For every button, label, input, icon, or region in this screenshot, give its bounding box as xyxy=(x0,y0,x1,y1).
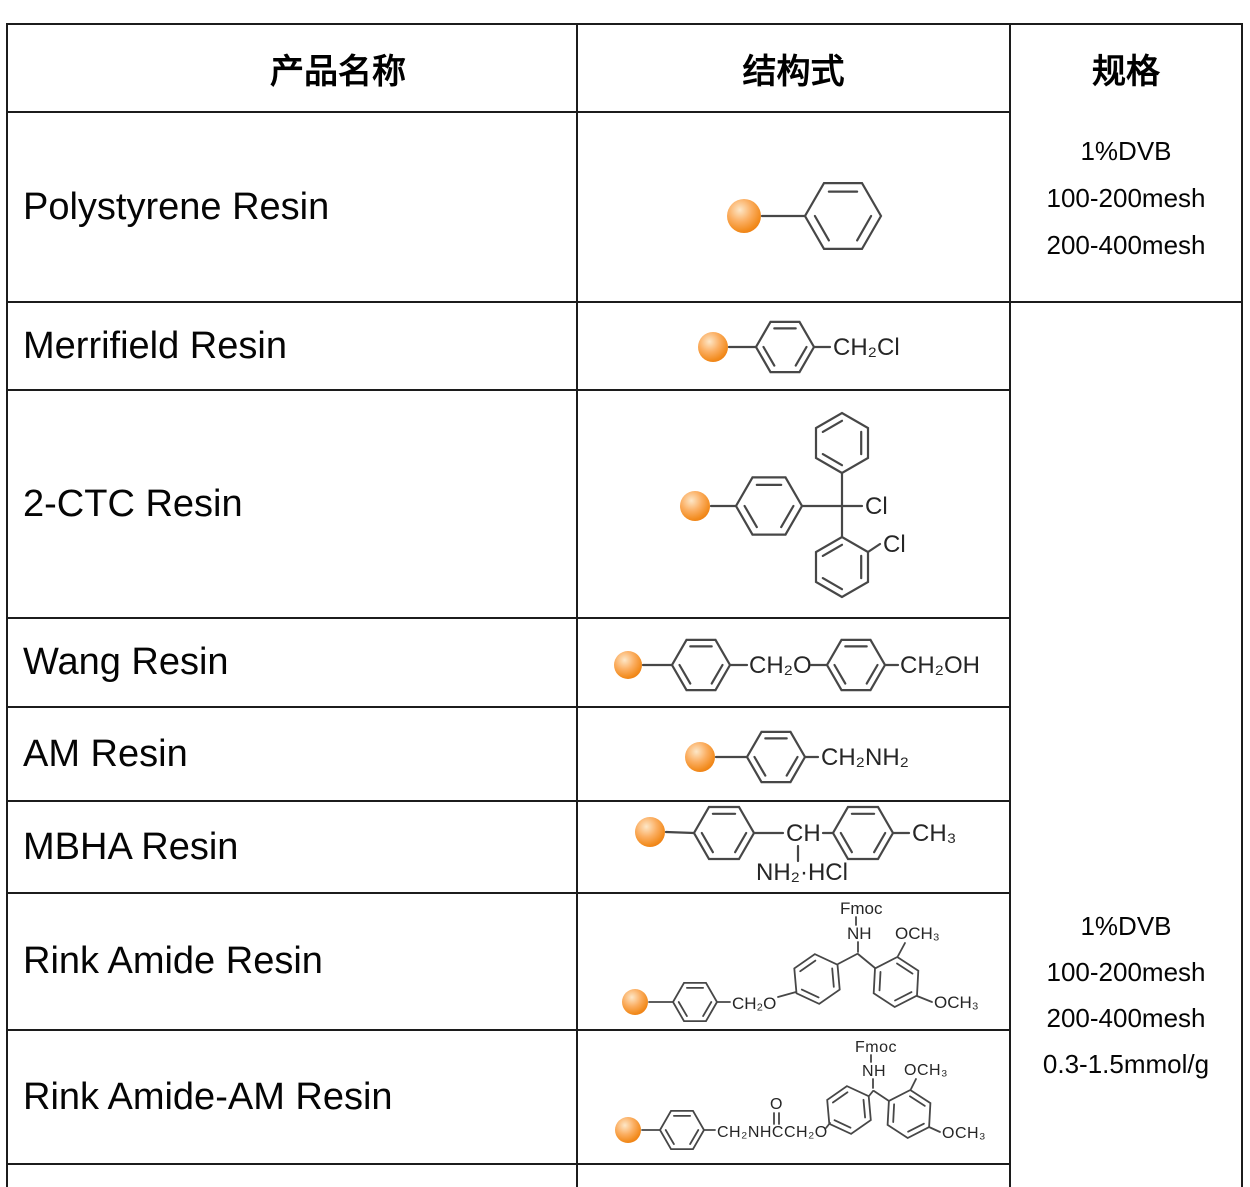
benzene-ring-icon xyxy=(825,638,887,692)
spec-line: 1%DVB xyxy=(1080,135,1172,166)
formula-label: Cl xyxy=(865,493,888,520)
structure-mbha: CH NH₂·HCl CH₃ xyxy=(578,802,1011,894)
product-name-rink-amide: Rink Amide Resin xyxy=(8,894,578,1031)
benzene-ring-icon xyxy=(734,476,804,536)
formula-label: CH₂NH₂ xyxy=(821,744,909,771)
benzene-ring-icon xyxy=(831,805,895,861)
resin-product-table: 产品名称 结构式 规格 Polystyrene Resin 1%DVB 100-… xyxy=(6,23,1243,1187)
formula-label: CH₂O xyxy=(749,652,812,679)
formula-label: NH xyxy=(862,1063,886,1080)
spec-line: 0.3-1.5mmol/g xyxy=(1042,1049,1210,1079)
polymer-bead-icon xyxy=(685,742,715,772)
merrifield-structure-drawing: CH₂Cl xyxy=(698,320,900,374)
spec-line: 200-400mesh xyxy=(1046,1003,1206,1033)
polymer-bead-icon xyxy=(615,1117,641,1143)
formula-label: OCH₃ xyxy=(934,993,979,1012)
formula-label: NH₂·HCl xyxy=(756,859,848,886)
phenoxy-ring-icon xyxy=(793,953,841,1005)
partial-row-structure-cell xyxy=(578,1165,1011,1187)
formula-label: Fmoc xyxy=(855,1039,897,1056)
structure-rink-amide-am: CH₂NHCCH₂O O NH Fmoc OCH₃ OCH₃ xyxy=(578,1031,1011,1165)
product-name-merrifield: Merrifield Resin xyxy=(8,303,578,391)
formula-label: CH₂Cl xyxy=(833,334,900,361)
formula-label: O xyxy=(770,1096,783,1113)
chlorophenyl-ring-icon xyxy=(814,535,870,599)
polymer-bead-icon xyxy=(635,817,665,847)
benzene-ring-icon xyxy=(803,181,883,250)
dimethoxyphenyl-ring-icon xyxy=(872,955,920,1009)
benzene-ring-icon xyxy=(658,1110,706,1150)
spec-line: 100-200mesh xyxy=(1046,182,1206,213)
spec-line: 100-200mesh xyxy=(1046,957,1206,987)
structure-2ctc: Cl Cl xyxy=(578,391,1011,619)
rink-amide-am-structure-drawing: CH₂NHCCH₂O O NH Fmoc OCH₃ OCH₃ xyxy=(615,1039,986,1150)
product-name-rink-amide-am: Rink Amide-AM Resin xyxy=(8,1031,578,1165)
formula-label: CH₂OH xyxy=(900,652,980,679)
dimethoxyphenyl-ring-icon xyxy=(886,1088,932,1140)
benzene-ring-icon xyxy=(692,805,756,861)
spec-line: 200-400mesh xyxy=(1046,229,1206,260)
formula-label: CH xyxy=(786,820,821,847)
formula-label: CH₃ xyxy=(912,820,956,847)
polymer-bead-icon xyxy=(622,989,648,1015)
spec-polystyrene: 1%DVB 100-200mesh 200-400mesh xyxy=(1011,95,1241,303)
formula-label: Fmoc xyxy=(840,899,883,918)
product-name-polystyrene: Polystyrene Resin xyxy=(8,113,578,303)
structure-am: CH₂NH₂ xyxy=(578,708,1011,802)
benzene-ring-icon xyxy=(671,982,719,1022)
product-name-am: AM Resin xyxy=(8,708,578,802)
rink-amide-structure-drawing: CH₂O NH Fmoc OCH₃ OCH₃ xyxy=(622,899,979,1022)
partial-row-name-cell xyxy=(8,1165,578,1187)
structure-wang: CH₂O CH₂OH xyxy=(578,619,1011,708)
2ctc-structure-drawing: Cl Cl xyxy=(680,411,906,599)
phenyl-ring-icon xyxy=(814,411,870,475)
spec-line: 1%DVB xyxy=(1080,911,1172,941)
mbha-structure-drawing: CH NH₂·HCl CH₃ xyxy=(635,805,956,886)
product-name-mbha: MBHA Resin xyxy=(8,802,578,894)
structure-rink-amide: CH₂O NH Fmoc OCH₃ OCH₃ xyxy=(578,894,1011,1031)
am-structure-drawing: CH₂NH₂ xyxy=(685,730,909,784)
formula-label: CH₂NHCCH₂O xyxy=(717,1124,828,1141)
header-product-name: 产品名称 xyxy=(8,25,578,113)
structure-merrifield: CH₂Cl xyxy=(578,303,1011,391)
polymer-bead-icon xyxy=(727,199,761,233)
polymer-bead-icon xyxy=(680,491,710,521)
formula-label: NH xyxy=(847,924,872,943)
header-structure: 结构式 xyxy=(578,25,1011,113)
spec-shared-block: 1%DVB 100-200mesh 200-400mesh 0.3-1.5mmo… xyxy=(1011,903,1241,1087)
product-name-2ctc: 2-CTC Resin xyxy=(8,391,578,619)
wang-structure-drawing: CH₂O CH₂OH xyxy=(614,638,980,692)
formula-label: OCH₃ xyxy=(895,924,940,943)
formula-label: CH₂O xyxy=(732,994,776,1013)
polystyrene-structure-drawing xyxy=(727,181,883,250)
benzene-ring-icon xyxy=(754,320,816,374)
polymer-bead-icon xyxy=(698,332,728,362)
formula-label: Cl xyxy=(883,531,906,558)
product-name-wang: Wang Resin xyxy=(8,619,578,708)
benzene-ring-icon xyxy=(745,730,807,784)
formula-label: OCH₃ xyxy=(942,1125,986,1142)
polymer-bead-icon xyxy=(614,651,642,679)
structure-polystyrene xyxy=(578,113,1011,303)
spec-shared: 1%DVB 100-200mesh 200-400mesh 0.3-1.5mmo… xyxy=(1011,303,1241,1187)
formula-label: OCH₃ xyxy=(904,1062,948,1079)
benzene-ring-icon xyxy=(670,638,732,692)
phenoxy-ring-icon xyxy=(826,1085,872,1135)
